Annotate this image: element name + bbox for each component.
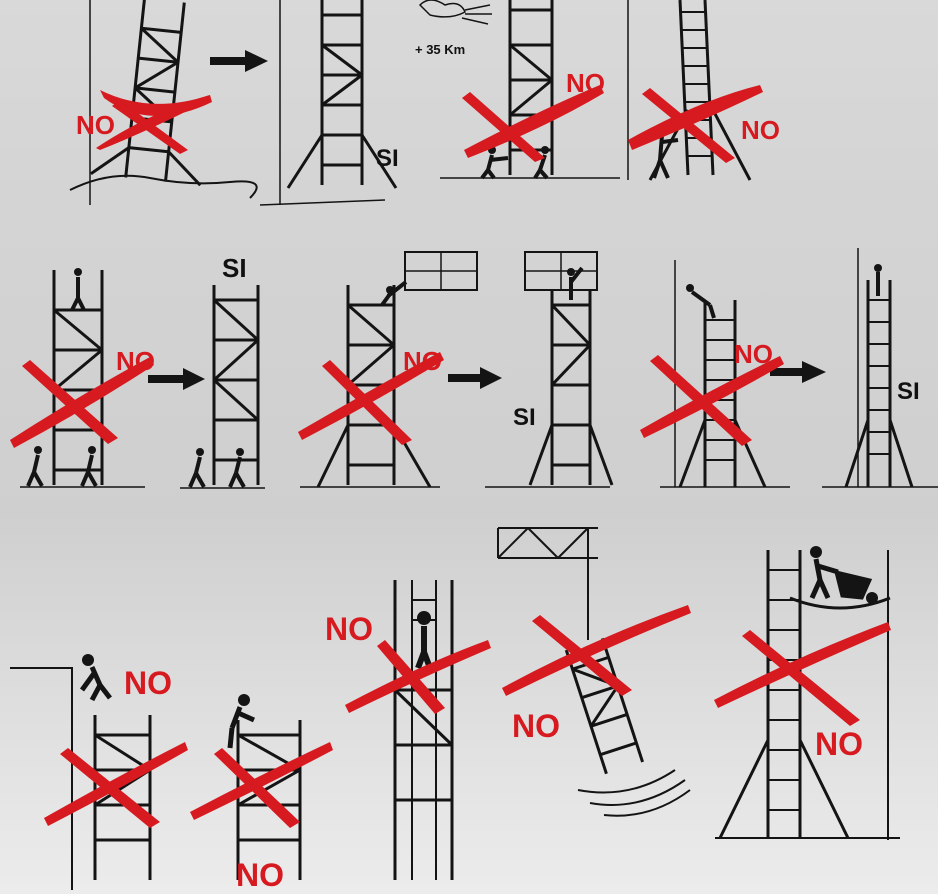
- scene-ladder-correct: [822, 248, 938, 487]
- label-si: SI: [222, 253, 247, 283]
- label-si: SI: [376, 145, 399, 172]
- ladder-icon: [650, 0, 750, 180]
- red-cross-icon: [502, 605, 691, 696]
- scene-pushing-empty: [180, 285, 265, 488]
- worker-icon: [810, 546, 838, 598]
- worker-icon: [190, 448, 244, 487]
- red-cross-icon: [190, 742, 333, 828]
- scene-standing-on-ladder-top: [395, 580, 452, 880]
- worker-icon: [567, 268, 582, 300]
- label-no: NO: [116, 346, 155, 376]
- scaffold-tower-icon: [91, 0, 219, 185]
- arrow-right-icon: [148, 368, 205, 390]
- wind-cloud-icon: [420, 0, 492, 24]
- red-cross-icon: [345, 640, 491, 714]
- worker-icon: [230, 694, 254, 748]
- label-si: SI: [897, 378, 920, 405]
- label-si: SI: [513, 404, 536, 431]
- arrow-right-icon: [210, 50, 268, 72]
- scene-ladder-unsafe: [628, 0, 750, 180]
- label-no: NO: [325, 611, 373, 647]
- label-no: NO: [741, 115, 780, 145]
- worker-icon: [874, 264, 882, 296]
- label-no: NO: [403, 346, 442, 376]
- scene-uneven-ground: [70, 0, 257, 205]
- scene-reaching-correct: [485, 252, 612, 487]
- label-no: NO: [512, 708, 560, 744]
- wind-speed-label: + 35 Km: [415, 42, 465, 57]
- worker-icon: [417, 611, 431, 668]
- worker-icon: [82, 654, 110, 700]
- label-no: NO: [815, 726, 863, 762]
- wheelbarrow-icon: [836, 572, 878, 604]
- label-no: NO: [566, 68, 605, 98]
- label-no: NO: [76, 110, 115, 140]
- scene-stabilised-tower: [260, 0, 396, 205]
- red-cross-icon: [44, 742, 188, 828]
- label-no: NO: [236, 857, 284, 893]
- label-no: NO: [124, 665, 172, 701]
- arrow-right-icon: [448, 367, 502, 389]
- worker-icon: [686, 284, 714, 318]
- label-no: NO: [734, 339, 773, 369]
- red-cross-icon: [714, 622, 891, 726]
